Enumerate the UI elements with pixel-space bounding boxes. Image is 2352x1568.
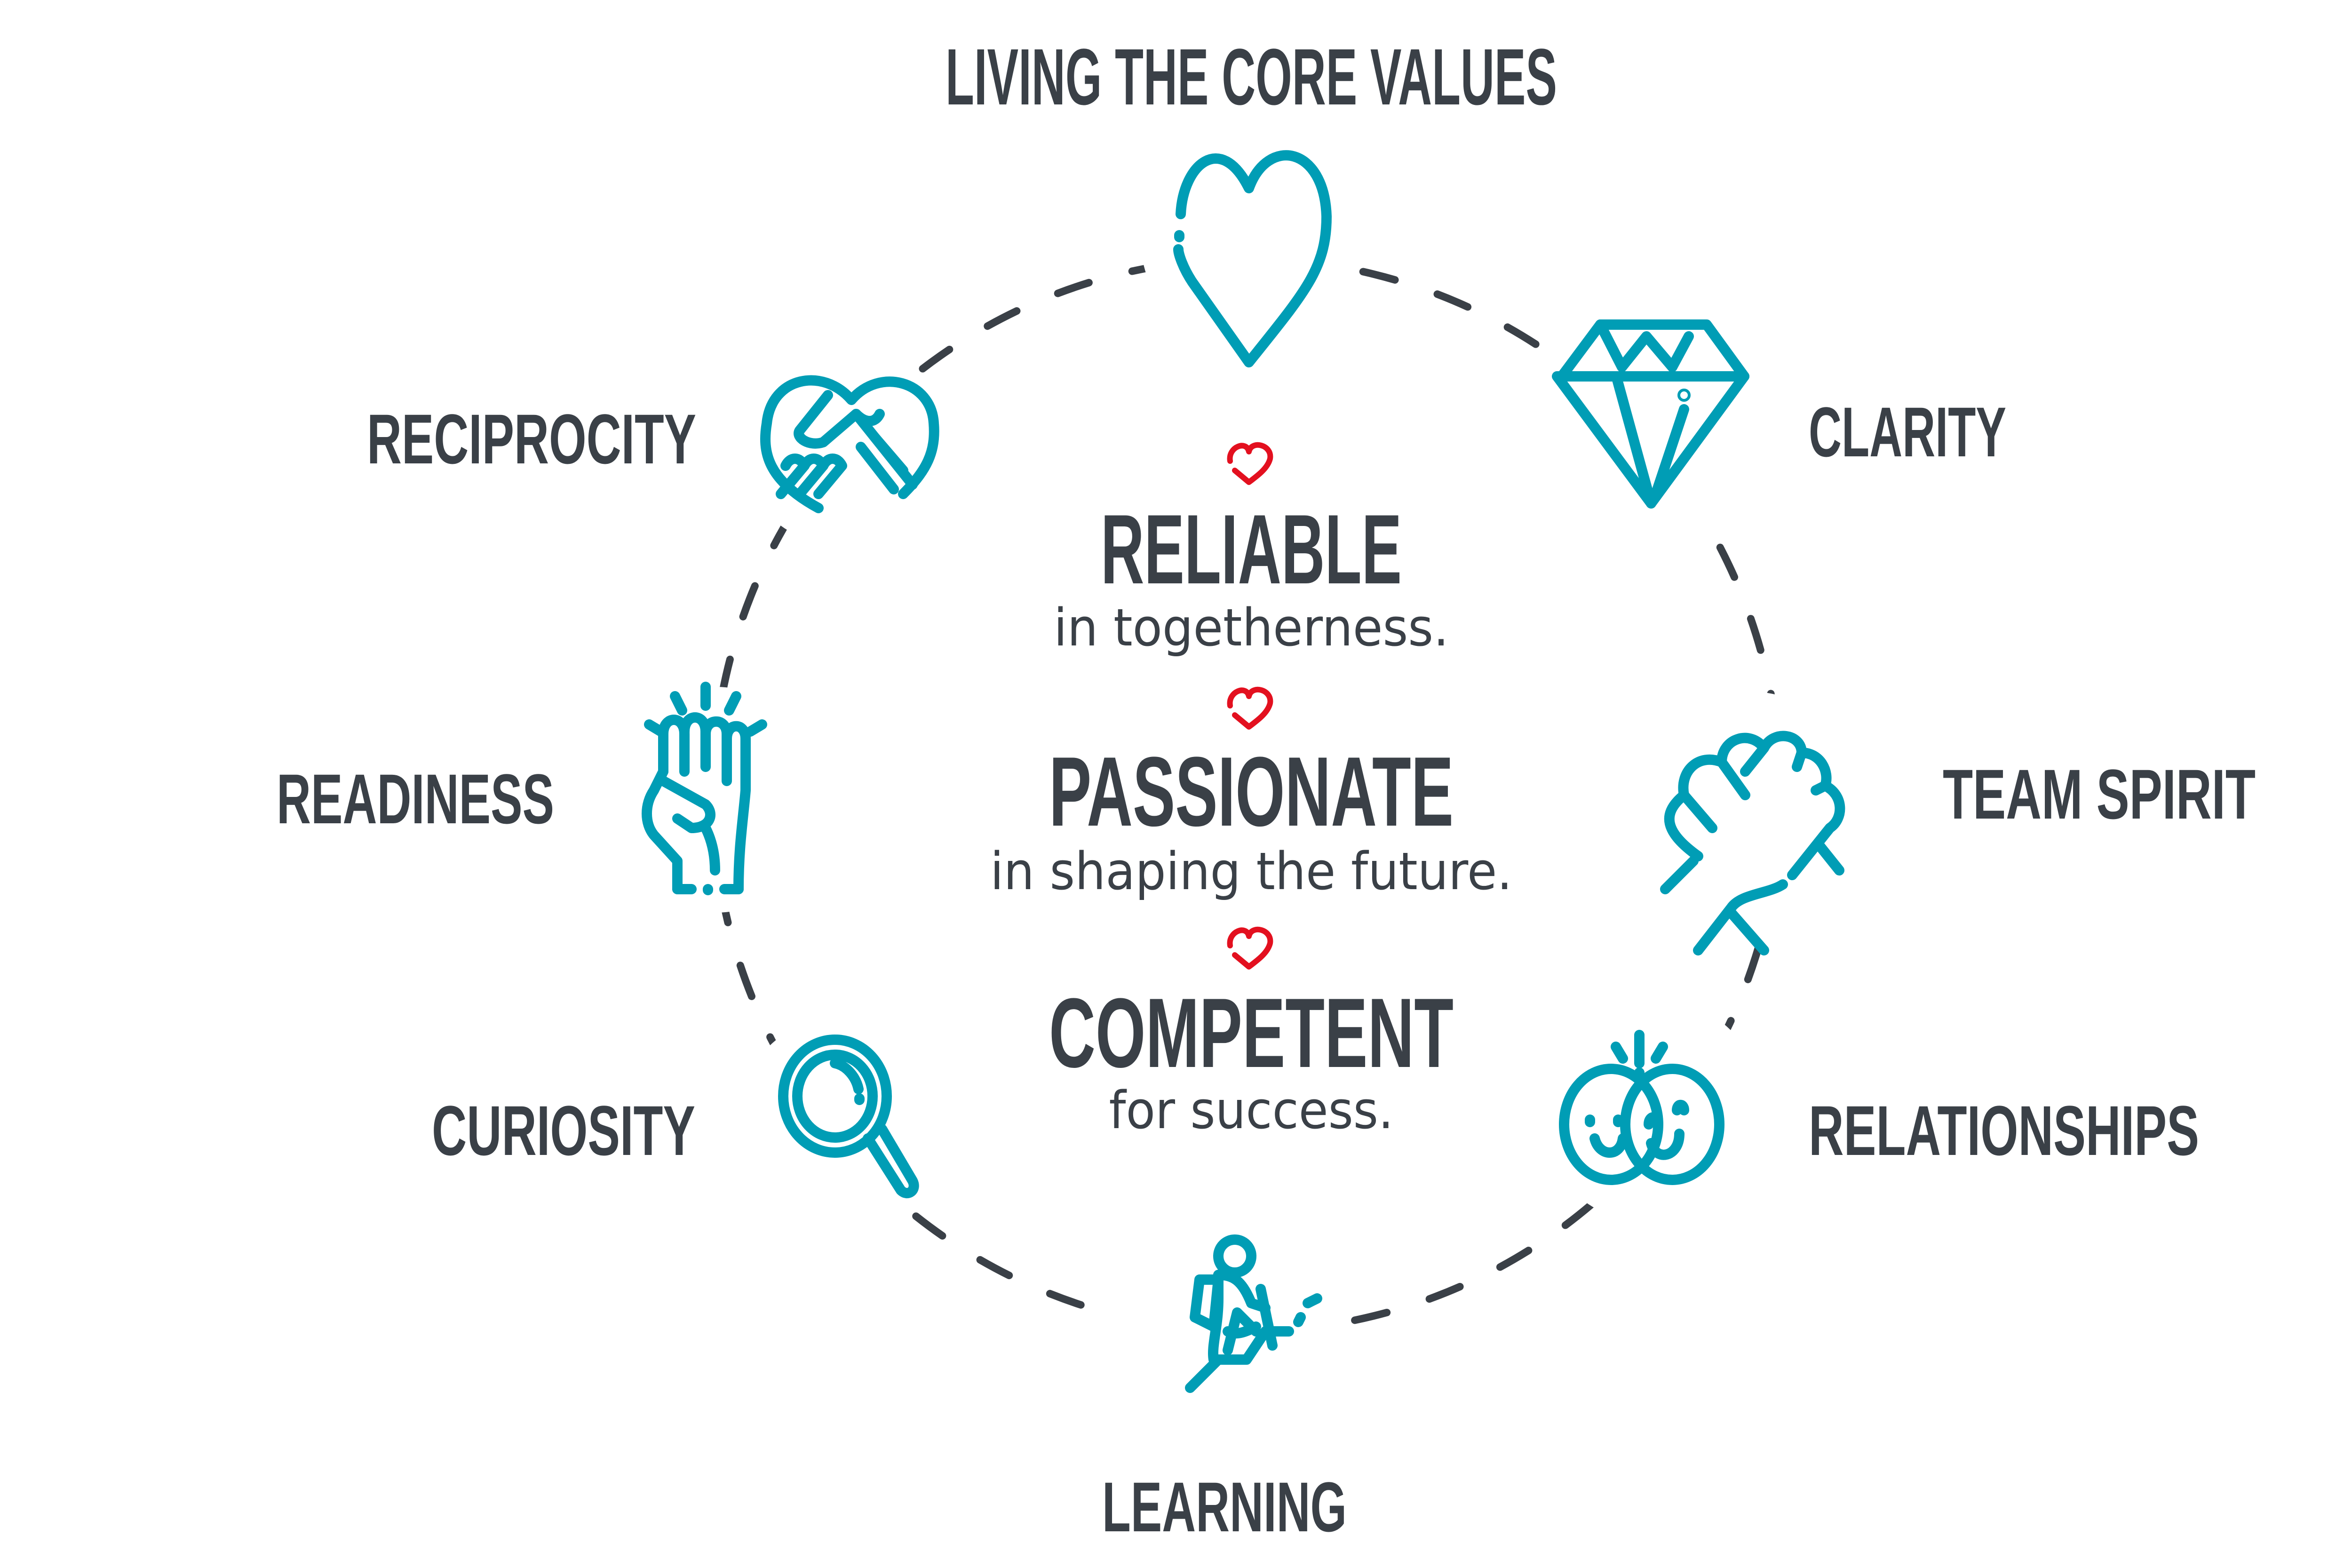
diamond-icon <box>1552 319 1749 509</box>
center-subtitle-reliable: in togetherness. <box>1054 597 1449 658</box>
center-subtitle-passionate: in shaping the future. <box>990 841 1512 901</box>
value-label-curiosity: CURIOSITY <box>432 1091 695 1170</box>
center-title-reliable: RELIABLE <box>1101 494 1402 605</box>
value-label-relationships: RELATIONSHIPS <box>1809 1091 2199 1170</box>
two-smiling-faces-icon <box>1559 1030 1724 1185</box>
red-heart-icon <box>1227 442 1273 485</box>
heart-icon <box>1173 150 1332 367</box>
hiker-climbing-icon <box>1185 1234 1322 1393</box>
value-label-clarity: CLARITY <box>1809 392 2006 471</box>
value-label-learning: LEARNING <box>1102 1467 1347 1546</box>
diagram-heading: LIVING THE CORE VALUES <box>946 32 1557 122</box>
value-label-team-spirit: TEAM SPIRIT <box>1943 755 2256 834</box>
raised-fist-icon <box>642 682 767 895</box>
handshake-heart-icon <box>760 375 939 513</box>
value-label-reciprocity: RECIPROCITY <box>367 399 696 478</box>
red-heart-icon <box>1227 926 1273 970</box>
value-label-readiness: READINESS <box>277 759 554 838</box>
center-subtitle-competent: for success. <box>1109 1080 1394 1140</box>
center-title-competent: COMPETENT <box>1049 978 1454 1088</box>
red-heart-icon <box>1227 686 1273 730</box>
center-title-passionate: PASSIONATE <box>1049 736 1454 847</box>
clasped-hands-icon <box>1660 731 1845 955</box>
magnifying-glass-icon <box>778 1035 919 1198</box>
